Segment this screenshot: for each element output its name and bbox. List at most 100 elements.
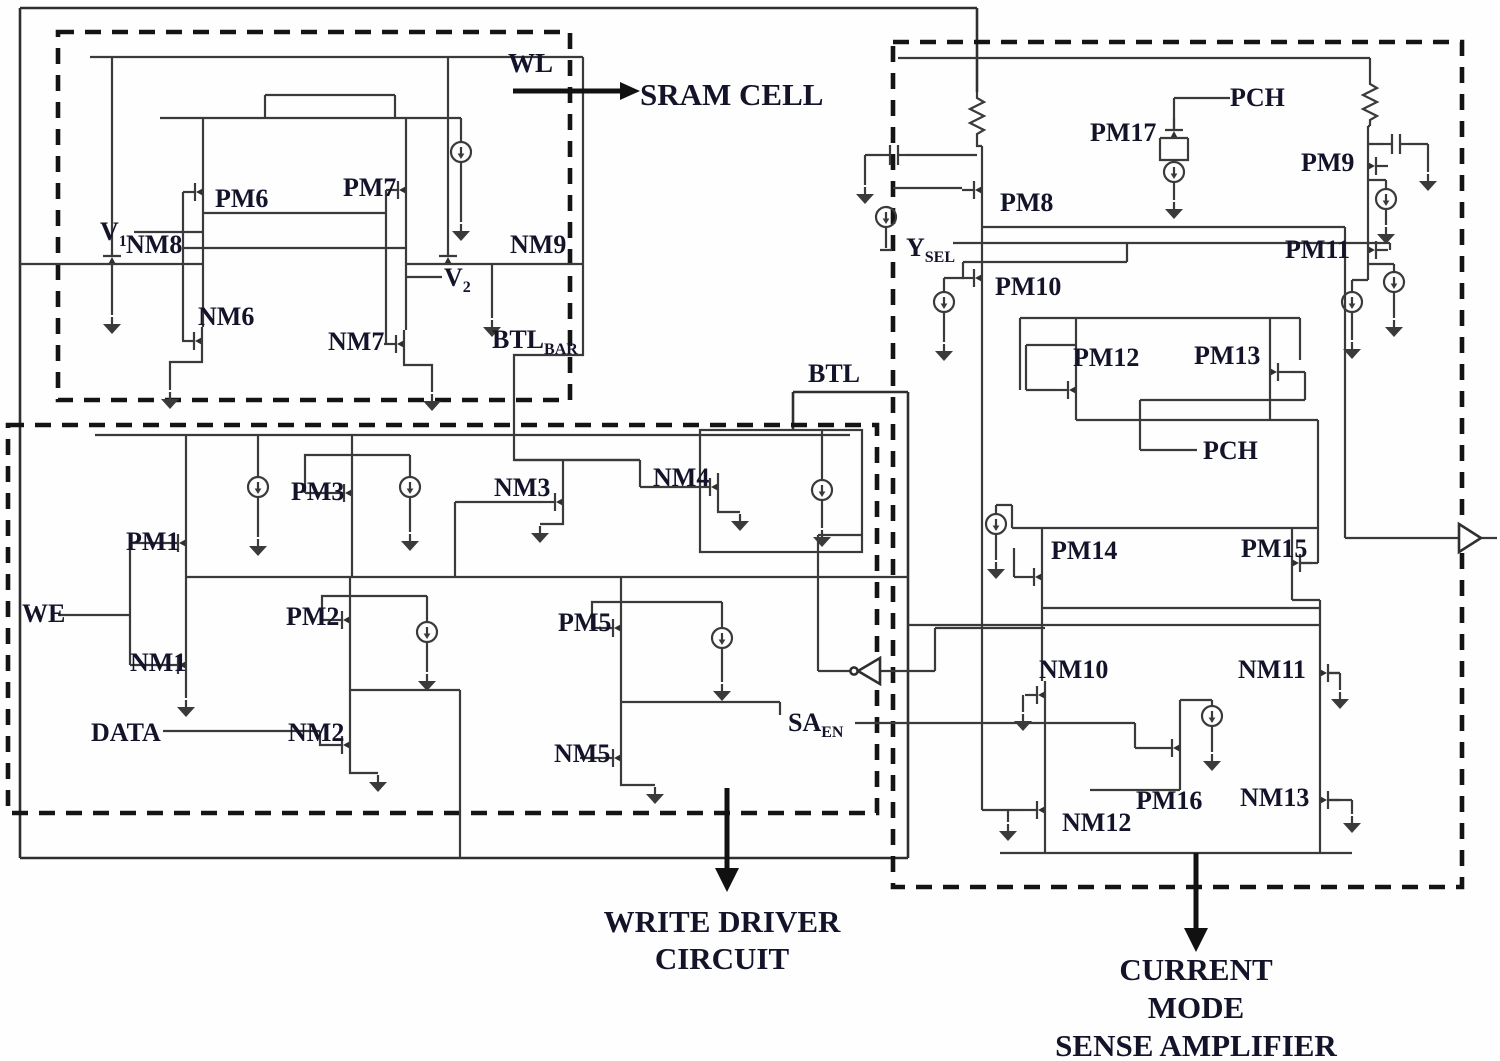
sram-cell-box — [55, 29, 573, 403]
ground-icon — [729, 512, 751, 533]
cm-1-label: CURRENT — [1119, 952, 1273, 987]
current-source-icon — [1200, 704, 1224, 728]
current-source-icon — [810, 478, 834, 502]
nm11-label: NM11 — [1238, 655, 1306, 684]
ground-icon — [247, 537, 269, 558]
pm3-label: PM3 — [291, 477, 344, 506]
pm14-label: PM14 — [1051, 536, 1117, 565]
output-buffer-icon — [1457, 521, 1484, 555]
ground-icon — [1163, 200, 1185, 221]
nm7-label: NM7 — [328, 327, 384, 356]
nm2-label: NM2 — [288, 718, 344, 747]
btl-bar-subscript: BAR — [544, 341, 578, 358]
pm10-label: PM10 — [995, 272, 1061, 301]
we-label: WE — [22, 599, 65, 628]
write-driver-2-label: CIRCUIT — [655, 941, 790, 976]
resistor-icon — [968, 90, 986, 142]
cm-3-label: SENSE AMPLIFIER — [1055, 1028, 1337, 1061]
nm9-label: NM9 — [510, 230, 566, 259]
nm6-label: NM6 — [198, 302, 254, 331]
nmos-nm6-icon — [180, 325, 204, 357]
current-source-icon — [398, 475, 422, 499]
ground-icon — [367, 773, 389, 794]
nmos-nm9-icon — [432, 242, 464, 266]
pmos-pm9-icon — [1366, 150, 1390, 182]
current-source-icon — [246, 475, 270, 499]
ground-icon — [1012, 712, 1034, 733]
ground-icon — [854, 185, 876, 206]
nmos-nm11-icon — [1318, 657, 1342, 689]
ground-icon — [1341, 814, 1363, 835]
nmos-nm12-icon — [1023, 794, 1047, 826]
sense-amp-devices — [854, 76, 1439, 843]
sram-cell-title-label: SRAM CELL — [640, 77, 823, 112]
capacitor-icon — [1382, 132, 1410, 156]
nm10-label: NM10 — [1039, 655, 1108, 684]
nm12-label: NM12 — [1062, 808, 1131, 837]
v2-label: V2 — [444, 263, 471, 296]
pmos-pm12-icon — [1054, 374, 1078, 406]
ground-icon — [101, 315, 123, 336]
sram-cell-wiring — [20, 55, 640, 462]
current-source-icon — [710, 626, 734, 650]
nmos-nm13-icon — [1318, 784, 1342, 816]
ground-icon — [811, 528, 833, 549]
ground-icon — [644, 785, 666, 806]
pm2-label: PM2 — [286, 602, 339, 631]
nm4-label: NM4 — [653, 463, 709, 492]
pm9-label: PM9 — [1301, 148, 1354, 177]
write-driver-1-label: WRITE DRIVER — [604, 904, 841, 939]
ground-icon — [1201, 752, 1223, 773]
ground-icon — [711, 682, 733, 703]
pm17-label: PM17 — [1090, 118, 1156, 147]
pm6-label: PM6 — [215, 184, 268, 213]
ground-icon — [529, 524, 551, 545]
resistor-icon — [1361, 76, 1379, 128]
v2-subscript: 2 — [463, 279, 471, 296]
y-sel-subscript: SEL — [925, 249, 955, 266]
ground-icon — [159, 390, 181, 411]
saen-inverter-icon — [849, 655, 882, 687]
pmos-pm6-icon — [181, 176, 205, 208]
nm3-label: NM3 — [494, 473, 550, 502]
sense-amp-wiring — [863, 56, 1497, 855]
pmos-pm17-icon — [1158, 116, 1190, 140]
data-label: DATA — [91, 718, 161, 747]
ground-icon — [1383, 318, 1405, 339]
nmos-nm10-icon — [1023, 679, 1047, 711]
sa-en-subscript: EN — [821, 724, 844, 741]
pch-mid-label: PCH — [1203, 436, 1258, 465]
btl-bar-label: BTLBAR — [492, 325, 578, 358]
ground-icon — [175, 698, 197, 719]
current-source-icon — [984, 512, 1008, 536]
cm-2-label: MODE — [1148, 990, 1244, 1025]
ground-icon — [421, 392, 443, 413]
ground-icon — [933, 342, 955, 363]
v1-label: V1 — [100, 217, 127, 250]
nm1-label: NM1 — [130, 648, 186, 677]
pm16-label: PM16 — [1136, 786, 1202, 815]
current-source-icon — [1374, 187, 1398, 211]
v1-subscript: 1 — [119, 233, 127, 250]
pmos-pm16-icon — [1158, 732, 1182, 764]
pm5-label: PM5 — [558, 608, 611, 637]
pm12-label: PM12 — [1073, 343, 1139, 372]
pch-top-label: PCH — [1230, 83, 1285, 112]
ground-icon — [1375, 225, 1397, 246]
pmos-pm8-icon — [960, 174, 984, 206]
wl-label: WL — [508, 48, 553, 78]
ground-icon — [450, 222, 472, 243]
pm1-label: PM1 — [126, 527, 179, 556]
pm7-label: PM7 — [343, 173, 396, 202]
ground-icon — [399, 532, 421, 553]
write-driver-wiring — [58, 428, 1160, 858]
sense-amp-arrow — [1184, 853, 1208, 952]
nm8-label: NM8 — [126, 230, 182, 259]
current-source-icon — [449, 140, 473, 164]
sram-cell-arrow — [513, 82, 640, 100]
pmos-pm10-icon — [960, 262, 984, 294]
ground-icon — [1417, 172, 1439, 193]
ground-icon — [416, 672, 438, 693]
